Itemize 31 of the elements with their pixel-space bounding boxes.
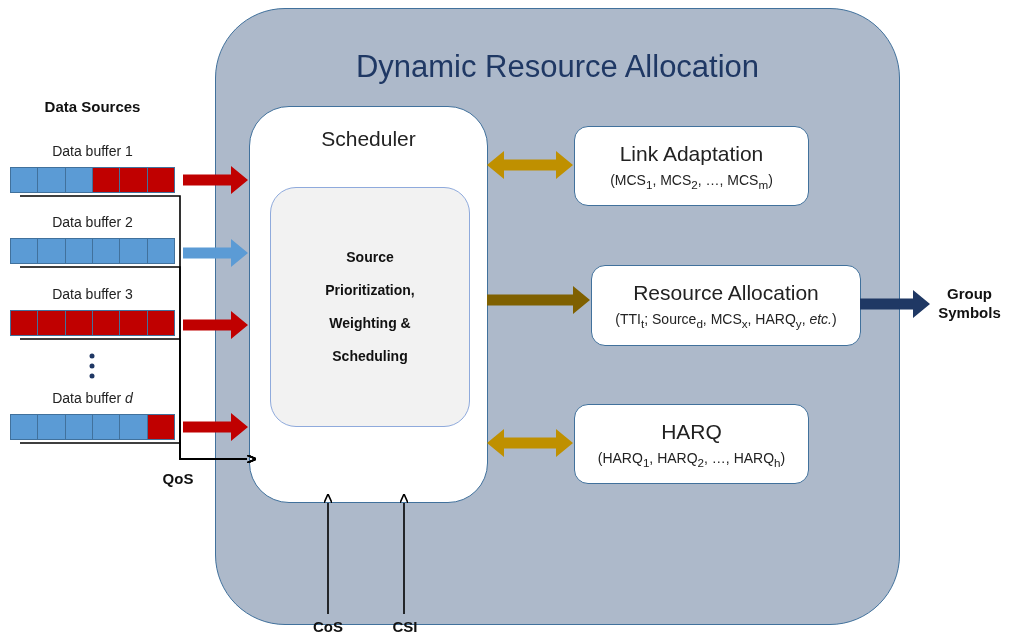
- box-title: HARQ: [661, 419, 722, 444]
- box-subtitle: (TTI$_{t}$; Source$_{d}$, MCS$_{x}$, HARQ$_{y}$, etc.): [615, 311, 837, 330]
- block-arrow: [487, 151, 573, 179]
- arrow: [19, 442, 257, 464]
- module-box: [591, 265, 861, 346]
- process-box: [270, 187, 470, 427]
- arrow: [323, 493, 333, 615]
- block-arrow: [183, 166, 248, 194]
- block-arrow: [487, 429, 573, 457]
- buffer-caption: Data buffer 2: [51, 213, 134, 232]
- group-heading: Data Sources: [43, 98, 142, 115]
- box-title: Link Adaptation: [619, 141, 764, 166]
- block-arrow: [183, 311, 248, 339]
- arrow: [399, 493, 409, 615]
- box-subtitle: (HARQ$_{1}$, HARQ$_{2}$, …, HARQ$_{h}$): [597, 449, 786, 469]
- block-arrow: [860, 290, 930, 318]
- node-label: Group Symbols: [937, 283, 1002, 323]
- block-arrow: [487, 286, 590, 314]
- box-title: Resource Allocation: [633, 281, 819, 306]
- scheduler-box: [249, 106, 488, 503]
- box-title: Scheduler: [321, 127, 416, 151]
- panel-title: Dynamic Resource Allocation: [355, 49, 760, 85]
- module-box: [574, 404, 809, 484]
- buffer-caption: Data buffer 3: [51, 285, 134, 304]
- module-box: [574, 126, 809, 206]
- box-subtitle: (MCS$_{1}$, MCS$_{2}$, …, MCS$_{m}$): [610, 171, 773, 191]
- block-arrow: [183, 413, 248, 441]
- block-arrow: [183, 239, 248, 267]
- buffer-caption: Data buffer 1: [51, 142, 134, 161]
- process-text: Source Prioritization, Weighting & Scheduling: [324, 248, 416, 366]
- buffer-caption: Data buffer d: [51, 389, 134, 408]
